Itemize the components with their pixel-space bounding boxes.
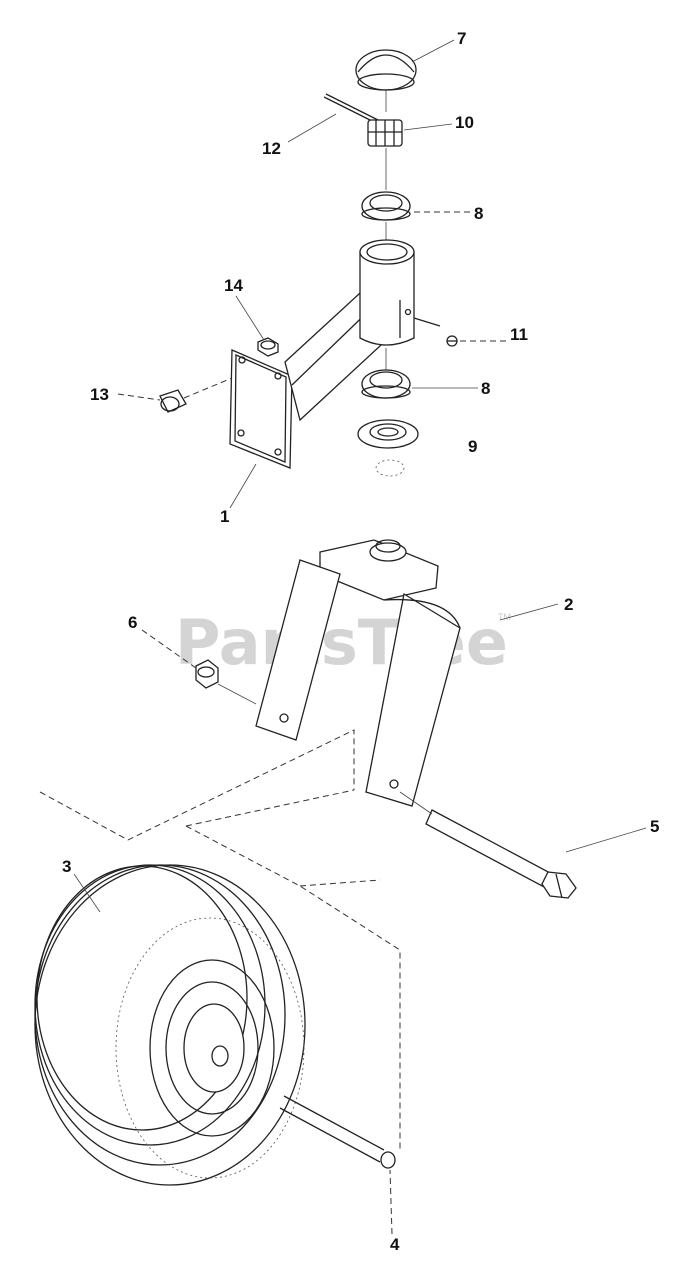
callout-labels: 7 10 12 8 14 11 13 8 9 1 2 6 5 3 4 [62,29,659,1254]
axle-bolt-part [425,809,577,899]
bearing-race-lower-part [361,369,411,399]
bearing-race-upper-part [361,191,411,221]
callout-9: 9 [468,437,477,456]
watermark-trademark: TM [498,612,511,622]
callout-12: 12 [262,139,281,158]
wheel-axle-part [279,1095,396,1169]
caster-arm-part [229,239,441,469]
callout-8-upper: 8 [474,204,483,223]
caster-fork-part [255,539,461,807]
mower-deck-outline [39,729,401,1150]
castle-nut-part [367,119,403,147]
watermark-text: PartsTree [175,606,508,679]
callout-5: 5 [650,817,659,836]
callout-10: 10 [455,113,474,132]
leader-lines [73,39,647,1235]
grease-fitting-part [446,335,458,347]
callout-8-lower: 8 [481,379,490,398]
callout-13: 13 [90,385,109,404]
bearing-part [357,419,419,477]
callout-7: 7 [457,29,466,48]
caster-wheel-part [34,864,306,1186]
flange-nut-part [257,337,279,357]
cotter-pin-part [323,93,381,125]
lock-nut-part [195,659,219,689]
callout-1: 1 [220,507,229,526]
dust-cap-part [355,49,417,91]
callout-14: 14 [224,276,243,295]
callout-11: 11 [510,325,528,344]
callout-3: 3 [62,857,71,876]
carriage-bolt-part [159,389,187,413]
callout-6: 6 [128,613,137,632]
callout-2: 2 [564,595,573,614]
callout-4: 4 [390,1235,400,1254]
